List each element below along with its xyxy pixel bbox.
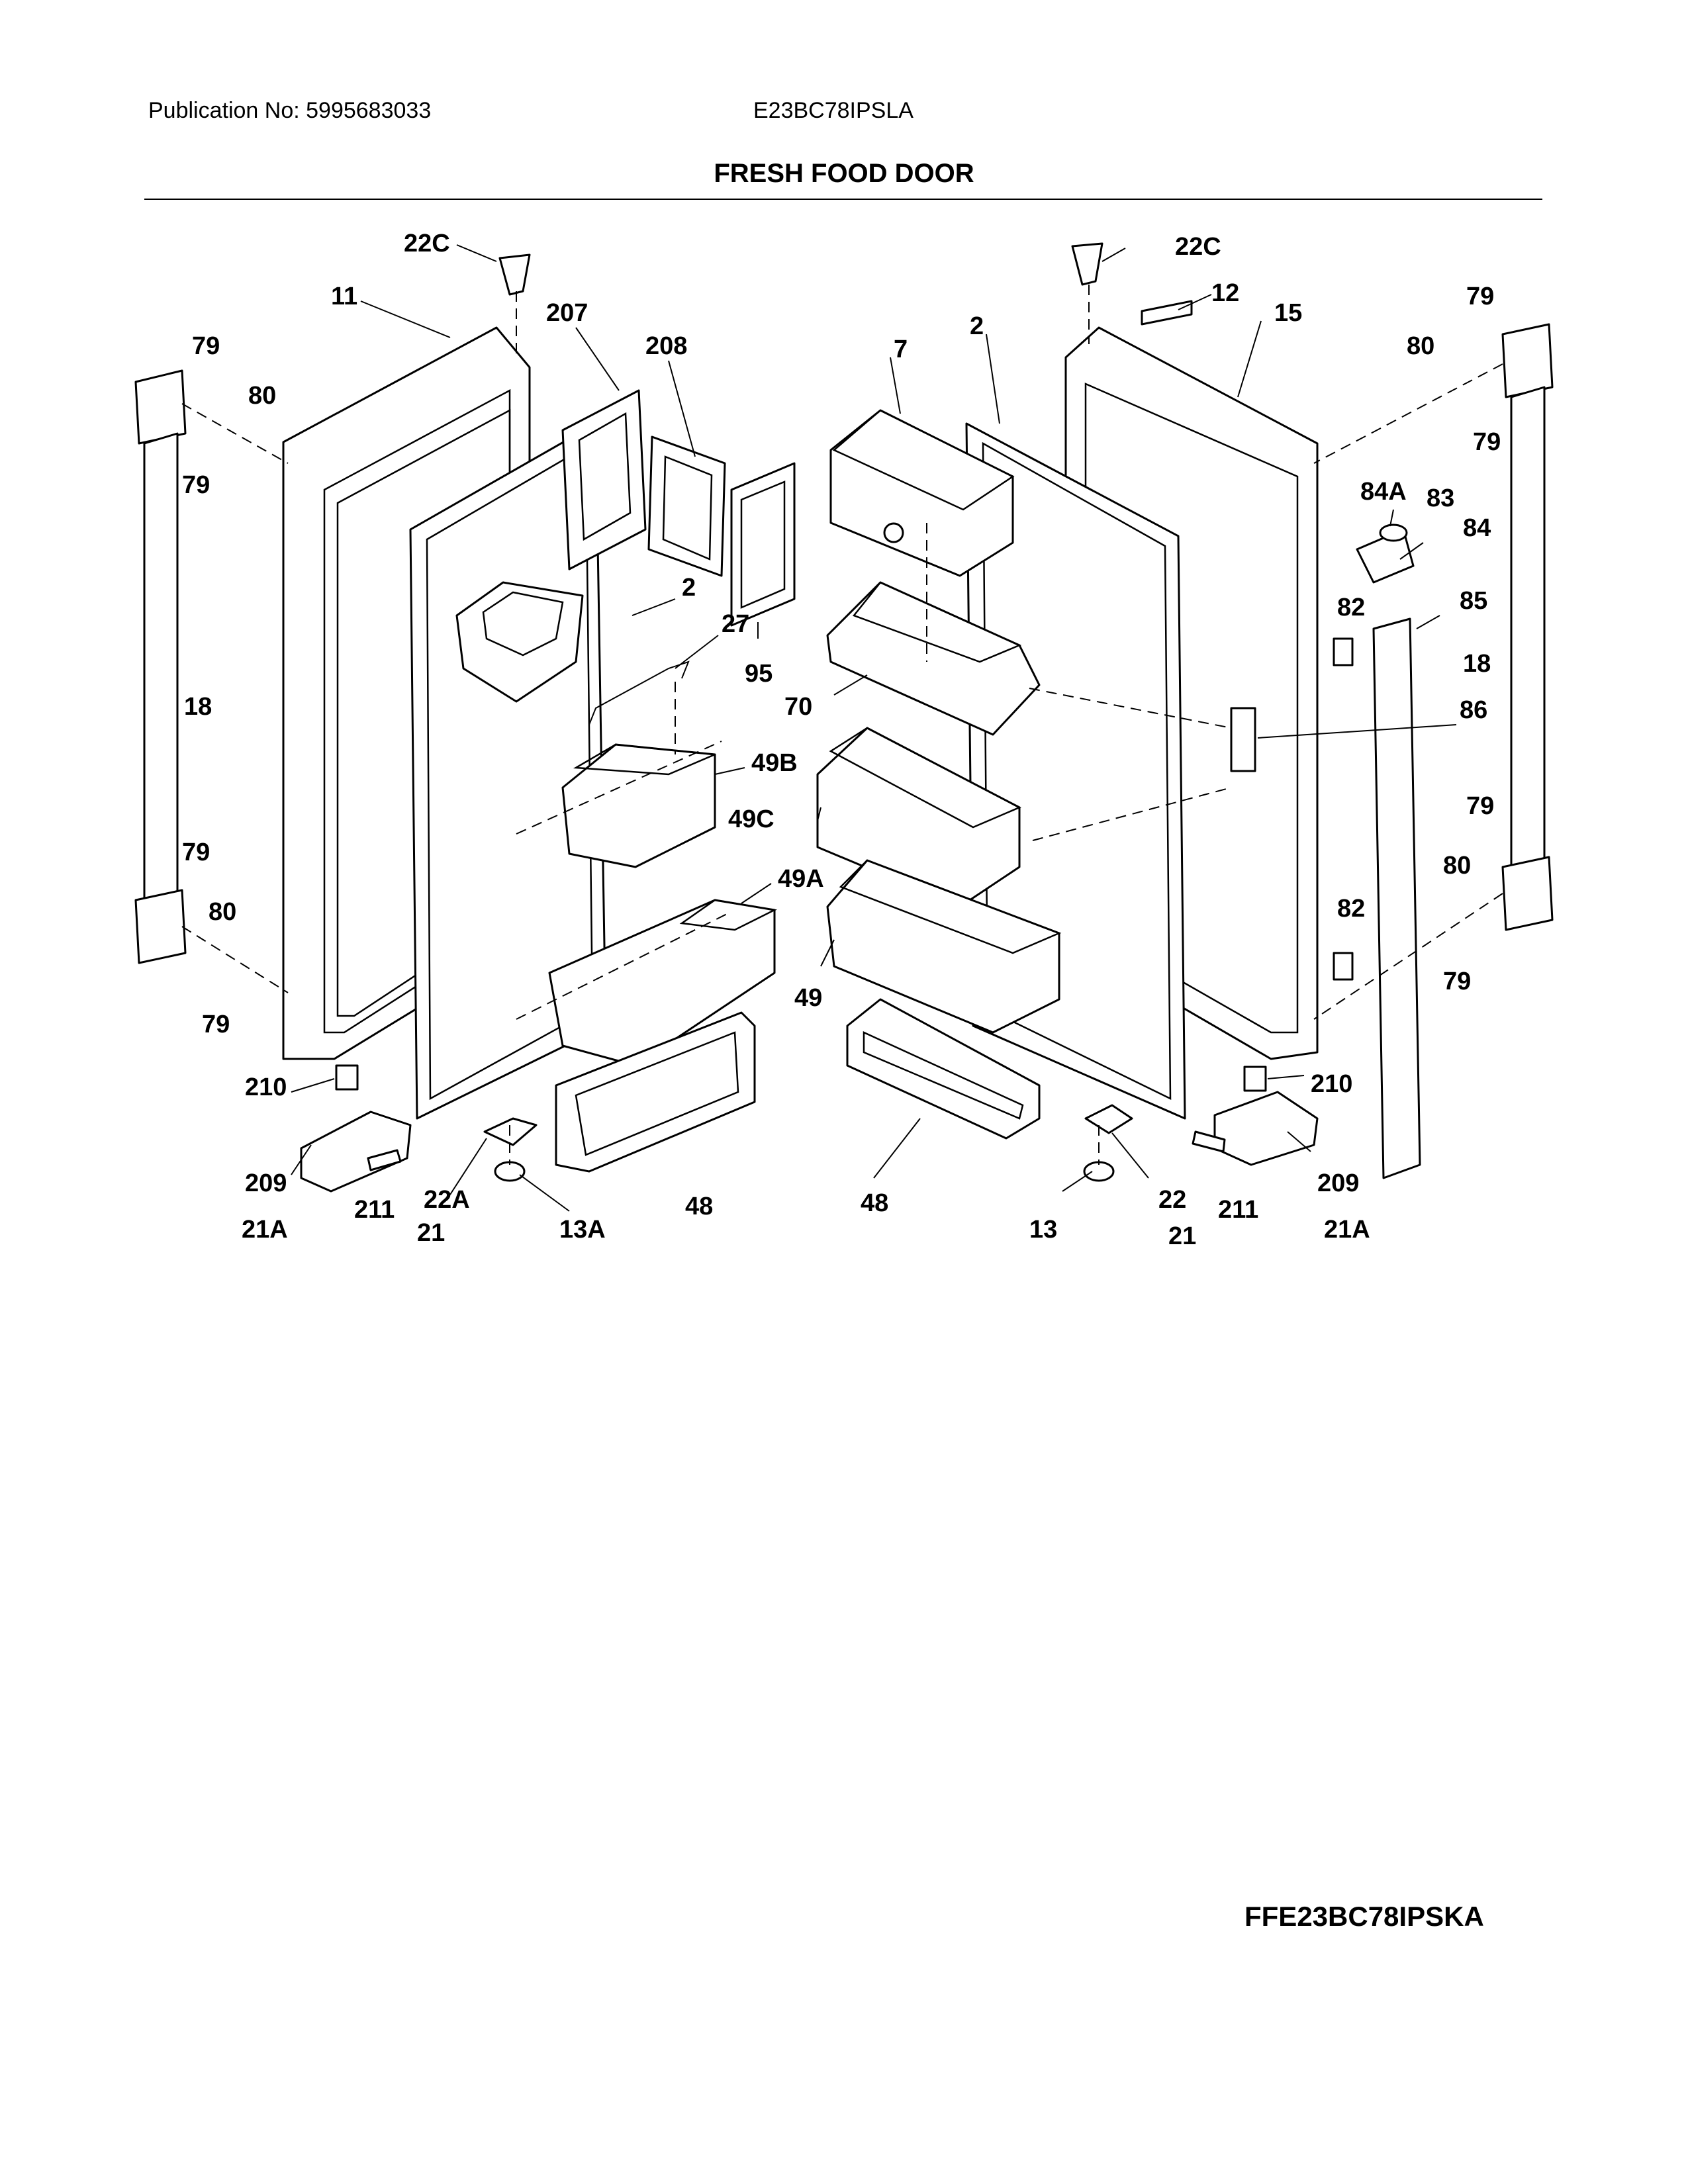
callout-82-upper: 82: [1337, 594, 1365, 621]
callout-22: 22: [1158, 1186, 1186, 1214]
callout-70: 70: [784, 693, 812, 721]
callout-labels: 22C 11 207 208 79 80 79 2 27 95 18 49B 7…: [182, 230, 1501, 1250]
ice-bucket-7: [829, 409, 1015, 577]
right-hinge-parts: [1083, 1066, 1319, 1182]
callout-211-left: 211: [354, 1196, 395, 1224]
callout-80-upper-left: 80: [248, 382, 276, 410]
callout-79-upper-left-b: 79: [182, 471, 210, 499]
callout-210-right: 210: [1311, 1070, 1352, 1098]
callout-82-lower: 82: [1337, 895, 1365, 923]
callout-21A-left: 21A: [242, 1216, 288, 1244]
door-bin-49A: [548, 899, 777, 1067]
dispenser-chute: [455, 581, 584, 703]
callout-13A: 13A: [559, 1216, 606, 1244]
callout-22C-right: 22C: [1175, 233, 1221, 261]
callout-210-left: 210: [245, 1073, 287, 1101]
door-shelf-70: [826, 581, 1041, 736]
alignment-lines: [181, 285, 1503, 1165]
callout-21-right: 21: [1168, 1222, 1196, 1250]
callout-11: 11: [331, 283, 357, 310]
callout-86: 86: [1460, 696, 1487, 724]
callout-18-left: 18: [184, 693, 212, 721]
callout-79-lower-right-a: 79: [1466, 792, 1494, 820]
callout-209-left: 209: [245, 1169, 287, 1197]
callout-49B: 49B: [751, 749, 798, 777]
callout-79-lower-right-b: 79: [1443, 968, 1471, 995]
callout-79-lower-left-b: 79: [202, 1011, 230, 1038]
model-number: E23BC78IPSLA: [753, 98, 914, 123]
dispenser-bracket-208: [647, 435, 726, 577]
callout-22C-left: 22C: [404, 230, 450, 257]
door-bin-49B: [561, 743, 716, 868]
callout-21A-right: 21A: [1324, 1216, 1370, 1244]
left-handle-18: [134, 369, 187, 964]
door-bin-49: [826, 859, 1062, 1034]
callout-80-upper-right: 80: [1407, 332, 1434, 360]
callout-49C: 49C: [728, 805, 774, 833]
callout-48-left: 48: [685, 1193, 713, 1220]
publication-number: Publication No: 5995683033: [148, 98, 432, 123]
dispenser-frame-207: [561, 389, 647, 570]
wire-bracket-27: [588, 660, 690, 725]
callout-79-upper-right-b: 79: [1473, 428, 1501, 456]
callout-49A: 49A: [778, 865, 824, 893]
callout-2-left: 2: [682, 574, 696, 602]
callout-211-right: 211: [1218, 1196, 1258, 1224]
callout-95: 95: [745, 660, 773, 688]
callout-18-right: 18: [1463, 650, 1491, 678]
top-cap-parts: [498, 242, 1415, 981]
callout-27: 27: [722, 610, 749, 638]
filter-pad-95: [730, 462, 796, 627]
callout-2-right: 2: [970, 312, 984, 340]
trim-strip-85: [1372, 617, 1421, 1179]
leader-lines: [291, 244, 1457, 1212]
door-bin-48-left: [555, 1011, 756, 1173]
footer-model-number: FFE23BC78IPSKA: [1244, 1901, 1484, 1932]
callout-80-lower-left: 80: [209, 898, 236, 926]
door-bin-48-right: [846, 998, 1041, 1140]
callout-15: 15: [1274, 299, 1302, 327]
callout-207: 207: [546, 299, 588, 327]
title-rule: [144, 199, 1542, 200]
callout-85: 85: [1460, 587, 1487, 615]
callout-79-upper-left-a: 79: [192, 332, 220, 360]
callout-48-right: 48: [861, 1189, 888, 1217]
callout-22A: 22A: [424, 1186, 470, 1214]
right-handle-18: [1501, 323, 1554, 931]
callout-13: 13: [1029, 1216, 1057, 1244]
callout-83: 83: [1427, 484, 1454, 512]
callout-84A: 84A: [1360, 478, 1407, 506]
callout-21-left: 21: [417, 1219, 445, 1247]
callout-7: 7: [894, 336, 908, 363]
callout-49: 49: [794, 984, 822, 1012]
callout-84: 84: [1463, 514, 1491, 542]
left-hinge-209: [300, 1064, 412, 1193]
callout-79-upper-right-a: 79: [1466, 283, 1494, 310]
callout-12: 12: [1211, 279, 1239, 307]
callout-208: 208: [645, 332, 687, 360]
page-title: FRESH FOOD DOOR: [714, 159, 974, 188]
callout-209-right: 209: [1317, 1169, 1359, 1197]
callout-79-lower-left-a: 79: [182, 839, 210, 866]
callout-80-lower-right: 80: [1443, 852, 1471, 880]
